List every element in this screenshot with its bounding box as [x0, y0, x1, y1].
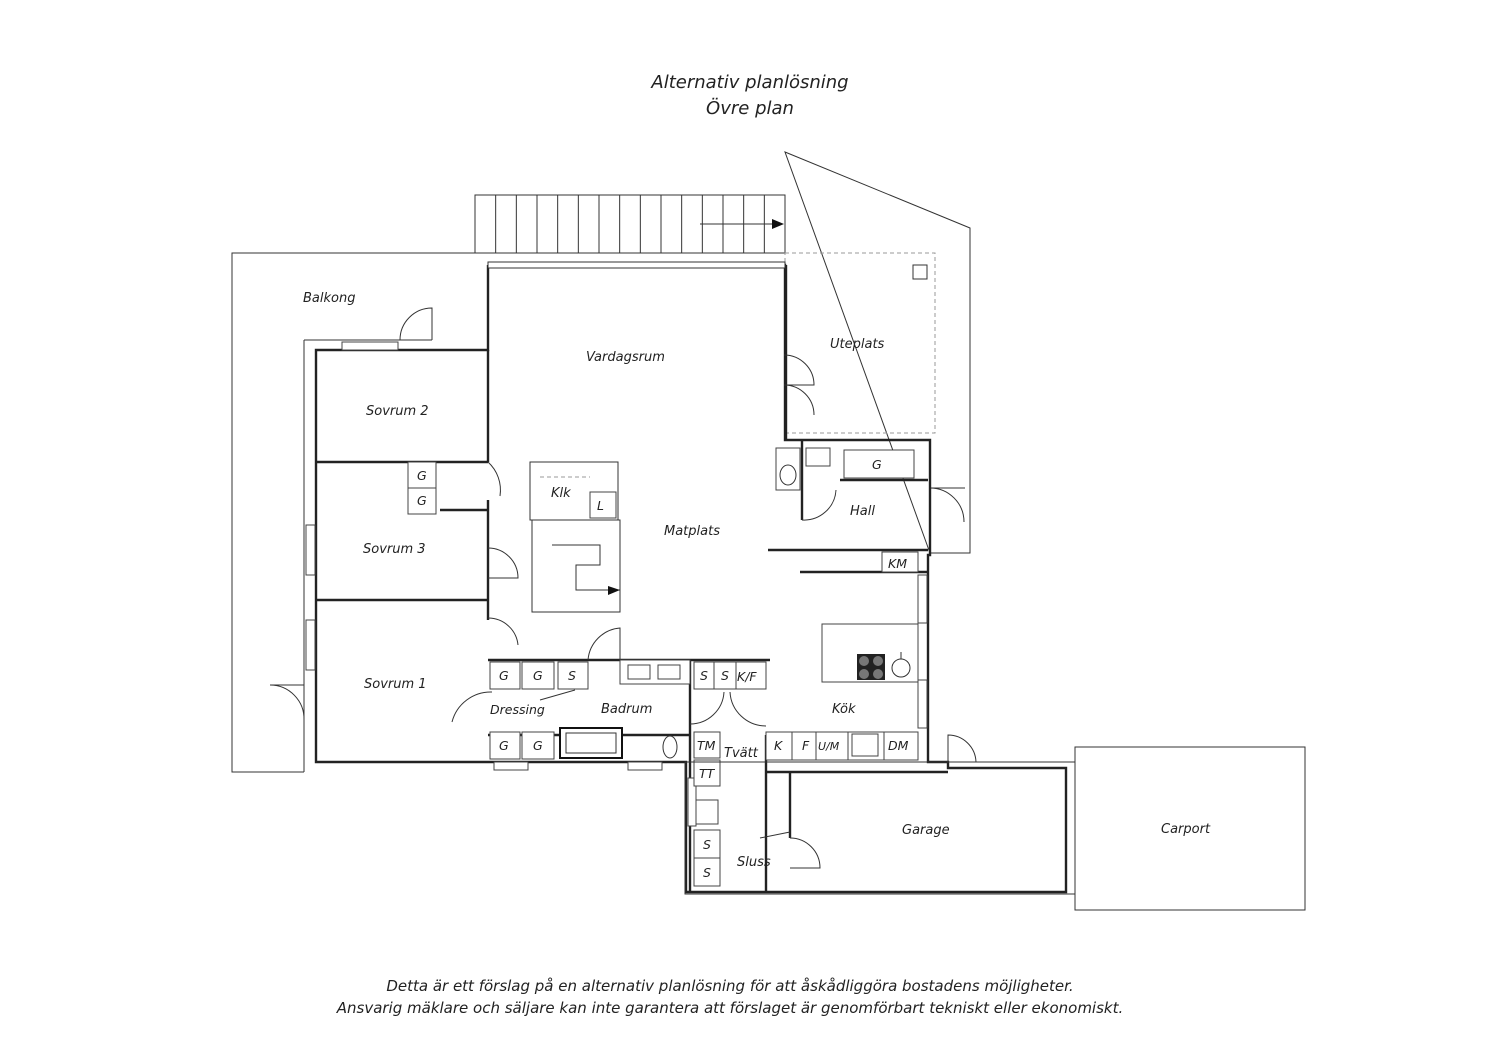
- interior-walls: [316, 350, 948, 892]
- disclaimer-line-1: Detta är ett förslag på en alternativ pl…: [386, 977, 1074, 995]
- label-g: G: [417, 468, 427, 483]
- label-f: F: [802, 738, 810, 753]
- balcony-outline: [231, 252, 475, 773]
- door-swings: [269, 354, 977, 869]
- room-sovrum3: Sovrum 3: [363, 542, 426, 557]
- room-matplats: Matplats: [664, 524, 720, 539]
- room-uteplats: Uteplats: [830, 337, 885, 352]
- label-l: L: [597, 498, 604, 513]
- label-um: U/M: [818, 740, 840, 753]
- label-s: S: [568, 668, 576, 683]
- terrace: [784, 151, 971, 554]
- label-s: S: [703, 837, 711, 852]
- label-g: G: [499, 668, 509, 683]
- garage-carport: [684, 746, 1306, 911]
- label-k: K: [774, 738, 784, 753]
- label-km: KM: [888, 556, 907, 571]
- room-dressing: Dressing: [490, 702, 545, 717]
- label-s: S: [703, 865, 711, 880]
- plan-subtitle: Övre plan: [706, 98, 794, 119]
- label-kf: K/F: [737, 669, 757, 684]
- label-g: G: [872, 457, 882, 472]
- label-s: S: [700, 668, 708, 683]
- room-carport: Carport: [1161, 822, 1211, 837]
- room-hall: Hall: [850, 504, 875, 519]
- label-g: G: [533, 668, 543, 683]
- bath-fixtures: [559, 447, 879, 825]
- label-tm: TM: [697, 738, 716, 753]
- label-s: S: [721, 668, 729, 683]
- label-g: G: [499, 738, 509, 753]
- label-g: G: [417, 493, 427, 508]
- label-g: G: [533, 738, 543, 753]
- inner-stairs: [529, 461, 621, 613]
- exterior-walls: [314, 261, 1068, 894]
- room-badrum: Badrum: [601, 702, 652, 717]
- windows: [305, 341, 928, 827]
- room-balkong: Balkong: [303, 291, 355, 306]
- room-sovrum2: Sovrum 2: [366, 404, 429, 419]
- stairs-top: [474, 194, 786, 254]
- room-klk: Klk: [551, 486, 571, 501]
- room-tvatt: Tvätt: [724, 746, 759, 761]
- room-vardagsrum: Vardagsrum: [586, 350, 665, 365]
- label-tt: TT: [699, 766, 716, 781]
- plan-title: Alternativ planlösning: [651, 72, 849, 93]
- kitchen-island: [821, 623, 919, 683]
- room-sovrum1: Sovrum 1: [364, 677, 427, 692]
- room-kok: Kök: [832, 702, 856, 717]
- room-sluss: Sluss: [737, 855, 771, 870]
- room-garage: Garage: [902, 823, 950, 838]
- disclaimer-line-2: Ansvarig mäklare och säljare kan inte ga…: [336, 999, 1124, 1017]
- label-dm: DM: [888, 738, 909, 753]
